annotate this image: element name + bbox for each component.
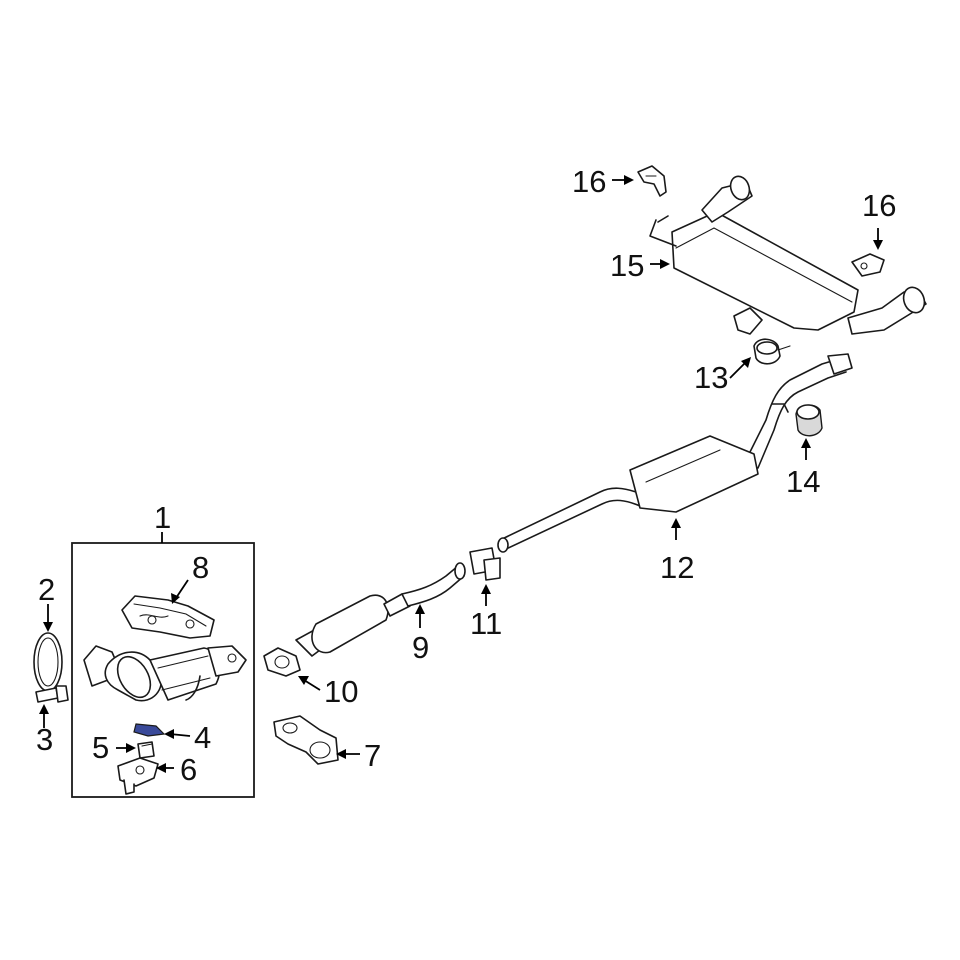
bracket-part — [117, 757, 159, 795]
callout-7: 7 — [364, 738, 381, 773]
hanger-bracket-part — [637, 165, 667, 197]
stud-part — [137, 741, 155, 759]
gasket-part — [263, 647, 301, 677]
callout-9: 9 — [412, 630, 429, 665]
catalytic-converter-part — [83, 645, 247, 702]
clamp-part — [469, 547, 501, 581]
hanger-part — [753, 338, 791, 365]
callout-4: 4 — [194, 720, 211, 755]
converter-pipe-part — [295, 562, 466, 657]
gasket-ring-part — [33, 632, 63, 692]
callout-13: 13 — [694, 360, 728, 395]
callout-11: 11 — [470, 606, 502, 641]
callout-12: 12 — [660, 550, 694, 585]
callout-2: 2 — [38, 572, 55, 607]
callout-10: 10 — [324, 674, 358, 709]
sensor-gasket-part — [133, 723, 166, 737]
callout-6: 6 — [180, 752, 197, 787]
rubber-insulator-part — [795, 404, 823, 437]
callout-8: 8 — [192, 550, 209, 585]
bolt-part — [35, 685, 69, 703]
flange-gasket-part — [273, 715, 339, 765]
heat-shield-part — [121, 595, 215, 639]
callout-15: 15 — [610, 248, 644, 283]
callout-16-right: 16 — [862, 188, 896, 223]
callout-3: 3 — [36, 722, 53, 757]
catalytic-converter-assembly-box — [71, 542, 255, 798]
callout-1: 1 — [154, 500, 171, 535]
callout-14: 14 — [786, 464, 820, 499]
callout-16-left: 16 — [572, 164, 606, 199]
resonator-pipe-part — [497, 353, 853, 553]
callout-5: 5 — [92, 730, 109, 765]
muffler-part — [649, 175, 927, 335]
hanger-clip-part — [851, 253, 885, 277]
